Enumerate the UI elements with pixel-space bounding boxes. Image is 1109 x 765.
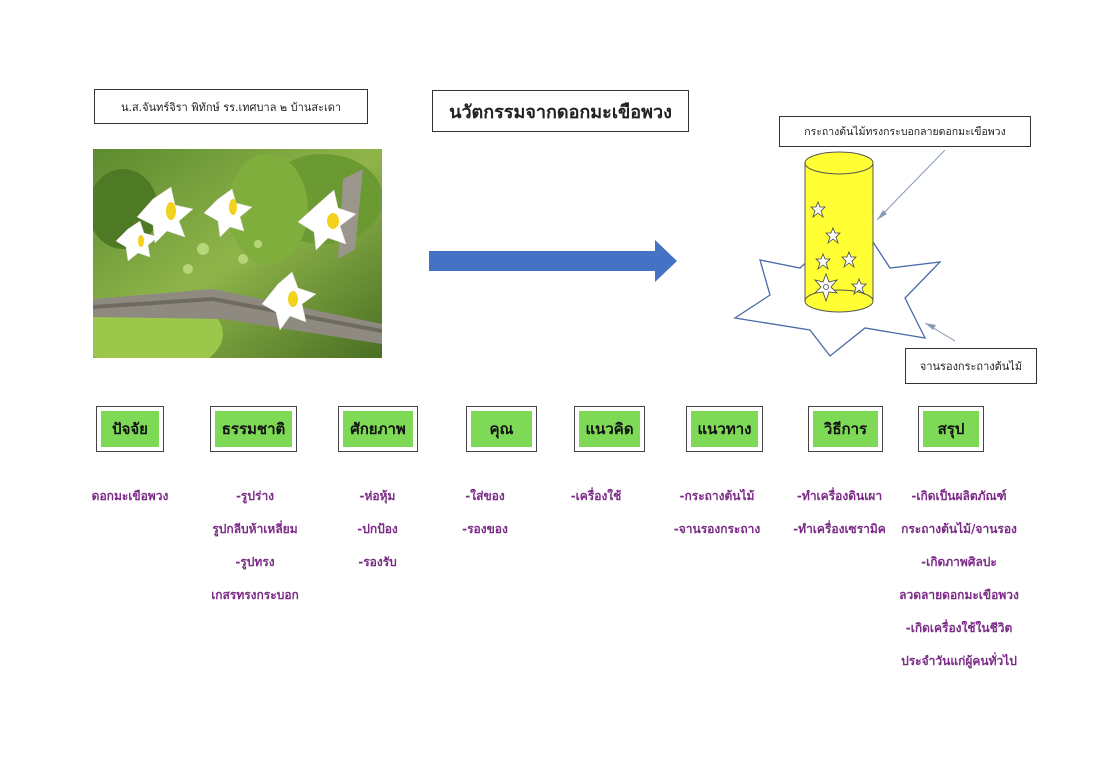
list-item: -เกิดภาพศิลปะ [921, 555, 997, 569]
category-concept-label: แนวคิด [579, 411, 640, 447]
list-item: เกสรทรงกระบอก [211, 588, 299, 602]
list-item: -จานรองกระถาง [673, 522, 761, 536]
pot-illustration [733, 150, 955, 357]
column-method: -ทำเครื่องดินเผา -ทำเครื่องเซรามิค [782, 480, 897, 546]
list-item: -ห่อหุ้ม [359, 489, 396, 503]
list-item: -รองของ [462, 522, 508, 536]
tray-label-text: จานรองกระถางต้นไม้ [919, 360, 1023, 373]
category-nature: ธรรมชาติ [210, 406, 297, 452]
list-item: -เครื่องใช้ [570, 489, 622, 503]
pot-label-text: กระถางต้นไม้ทรงกระบอกลายดอกมะเขือพวง [804, 126, 1006, 138]
list-item: ประจำวันแก่ผู้คนทั่วไป [901, 654, 1017, 668]
category-potential: ศักยภาพ [338, 406, 418, 452]
column-potential: -ห่อหุ้ม -ปกป้อง -รองรับ [335, 480, 420, 579]
category-method: วิธีการ [808, 406, 883, 452]
eggplant-flower-photo [93, 149, 382, 358]
list-item: กระถางต้นไม้/จานรอง [901, 522, 1017, 536]
category-conclusion-label: สรุป [923, 411, 979, 447]
list-item: -รูปทรง [235, 555, 275, 569]
list-item: รูปกลีบห้าเหลี่ยม [212, 522, 298, 536]
category-factor-label: ปัจจัย [101, 411, 159, 447]
list-item: ดอกมะเขือพวง [91, 489, 169, 503]
category-nature-label: ธรรมชาติ [215, 411, 292, 447]
list-item: -ทำเครื่องดินเผา [796, 489, 883, 503]
list-item: -รูปร่าง [235, 489, 275, 503]
list-item: ลวดลายดอกมะเขือพวง [899, 588, 1019, 602]
category-concept: แนวคิด [574, 406, 645, 452]
list-item: -รองรับ [358, 555, 397, 569]
page-title: นวัตกรรมจากดอกมะเขือพวง [449, 101, 672, 123]
category-potential-label: ศักยภาพ [343, 411, 413, 447]
column-conclusion: -เกิดเป็นผลิตภัณฑ์ กระถางต้นไม้/จานรอง -… [893, 480, 1025, 678]
list-item: -เกิดเครื่องใช้ในชีวิต [905, 621, 1013, 635]
list-item: -ใส่ของ [465, 489, 505, 503]
category-quality-label: คุณ [471, 411, 532, 447]
list-item: -เกิดเป็นผลิตภัณฑ์ [911, 489, 1007, 503]
list-item: -ปกป้อง [357, 522, 398, 536]
category-conclusion: สรุป [918, 406, 984, 452]
category-approach-label: แนวทาง [691, 411, 758, 447]
list-item: -ทำเครื่องเซรามิค [793, 522, 886, 536]
column-approach: -กระถางต้นไม้ -จานรองกระถาง [662, 480, 772, 546]
author-text: น.ส.จันทร์จิรา พิทักษ์ รร.เทศบาล ๒ บ้านส… [120, 100, 342, 114]
column-factor: ดอกมะเขือพวง [80, 480, 180, 513]
flow-arrow [429, 240, 677, 282]
category-quality: คุณ [466, 406, 537, 452]
tray-label-box: จานรองกระถางต้นไม้ [905, 348, 1037, 384]
column-quality: -ใส่ของ -รองของ [445, 480, 525, 546]
category-factor: ปัจจัย [96, 406, 164, 452]
pot-top [804, 151, 874, 175]
column-concept: -เครื่องใช้ [556, 480, 636, 513]
title-box: นวัตกรรมจากดอกมะเขือพวง [432, 90, 689, 132]
pot-label-box: กระถางต้นไม้ทรงกระบอกลายดอกมะเขือพวง [779, 116, 1031, 147]
list-item: -กระถางต้นไม้ [679, 489, 755, 503]
category-method-label: วิธีการ [813, 411, 878, 447]
category-approach: แนวทาง [686, 406, 763, 452]
column-nature: -รูปร่าง รูปกลีบห้าเหลี่ยม -รูปทรง เกสรท… [195, 480, 315, 612]
author-box: น.ส.จันทร์จิรา พิทักษ์ รร.เทศบาล ๒ บ้านส… [94, 89, 368, 124]
